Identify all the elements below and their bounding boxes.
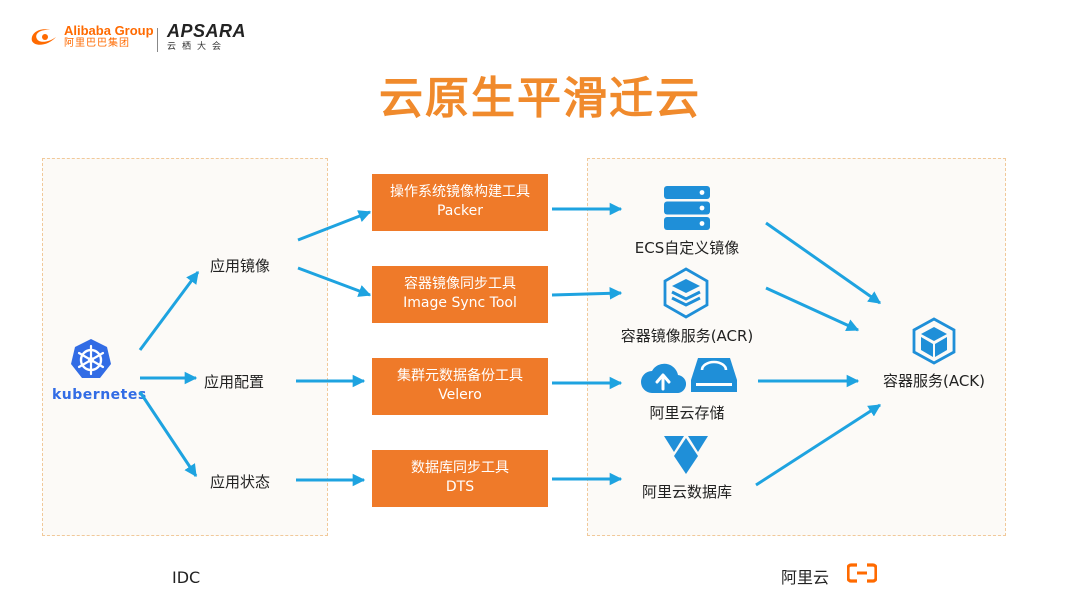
database-label: 阿里云数据库: [641, 483, 732, 501]
arrow-acr-to-ack: [765, 286, 860, 332]
arrow-imagesync-to-acr: [551, 287, 623, 300]
alibaba-group-logo: Alibaba Group 阿里巴巴集团: [28, 24, 154, 49]
acr-label: 容器镜像服务(ACR): [620, 327, 754, 345]
storage-label: 阿里云存储: [649, 404, 725, 422]
ack-label: 容器服务(ACK): [882, 372, 985, 390]
ack-cube-icon: [912, 317, 956, 365]
tool-velero-line2: Velero: [438, 387, 482, 403]
tool-velero-line1: 集群元数据备份工具: [397, 368, 523, 384]
tool-velero: 集群元数据备份工具 Velero: [372, 358, 548, 415]
arrow-image-to-imagesync: [297, 266, 372, 297]
kubernetes-label: kubernetes: [52, 387, 147, 403]
arrow-ecs-to-ack: [765, 221, 882, 305]
storage-disk-icon: [691, 358, 737, 392]
tool-dts-line1: 数据库同步工具: [411, 460, 509, 476]
tool-dts: 数据库同步工具 DTS: [372, 450, 548, 507]
arrow-k8s-to-state: [138, 391, 198, 478]
aliyun-region-label: 阿里云: [781, 568, 830, 587]
apsara-logo-text: APSARA: [167, 21, 247, 41]
logo-separator: [157, 28, 158, 52]
tool-dts-line2: DTS: [445, 479, 475, 495]
container-registry-icon: [663, 267, 709, 319]
tool-packer: 操作系统镜像构建工具 Packer: [372, 174, 548, 231]
tool-image-sync-line2: Image Sync Tool: [403, 295, 517, 311]
tool-packer-line1: 操作系统镜像构建工具: [390, 184, 530, 200]
alibaba-logo-sub: 阿里巴巴集团: [64, 38, 130, 49]
apsara-logo-sub: 云栖大会: [167, 42, 228, 52]
tool-packer-line2: Packer: [436, 203, 484, 219]
alibaba-mark-icon: [31, 28, 56, 45]
tool-image-sync-line1: 容器镜像同步工具: [404, 276, 516, 292]
app-config-label: 应用配置: [204, 373, 265, 391]
idc-region-label: IDC: [172, 568, 201, 587]
arrow-k8s-to-image: [138, 270, 200, 351]
database-icon: [664, 436, 708, 474]
arrow-database-to-ack: [755, 403, 882, 487]
kubernetes-icon: [71, 339, 111, 378]
cloud-upload-icon: [641, 363, 686, 394]
apsara-logo: APSARA 云栖大会: [167, 22, 246, 52]
app-state-label: 应用状态: [210, 473, 271, 491]
arrow-image-to-packer: [297, 210, 372, 242]
server-icon: [664, 186, 710, 230]
tool-image-sync: 容器镜像同步工具 Image Sync Tool: [372, 266, 548, 323]
app-image-label: 应用镜像: [210, 257, 271, 275]
alibaba-logo-text: Alibaba Group: [64, 23, 154, 38]
ecs-image-label: ECS自定义镜像: [634, 239, 740, 257]
aliyun-logo-icon: [847, 563, 877, 583]
page-title: 云原生平滑迁云: [379, 73, 701, 124]
